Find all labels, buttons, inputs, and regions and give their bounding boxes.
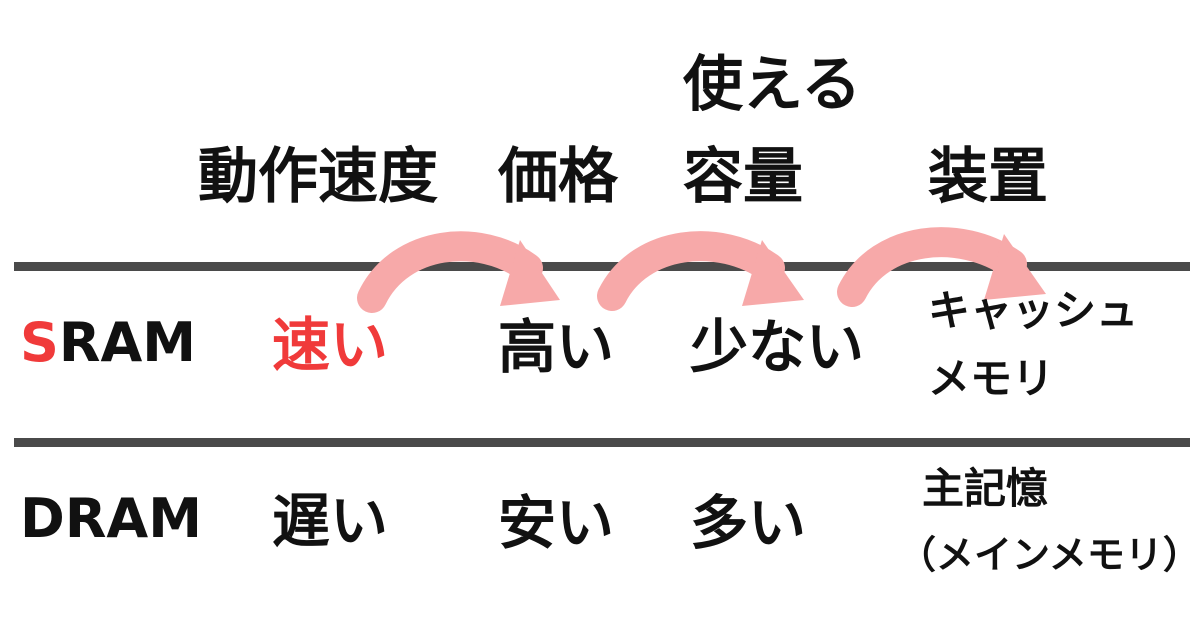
sram-device-line2: メモリ	[928, 354, 1055, 403]
row-separator-middle	[14, 438, 1190, 447]
row-separator-top	[14, 262, 1190, 271]
sram-price: 高い	[498, 313, 615, 381]
dram-speed: 遅い	[272, 487, 389, 555]
dram-capacity: 多い	[690, 489, 807, 557]
row-label-dram-rest: RAM	[64, 487, 202, 550]
row-label-sram: SRAM	[20, 316, 196, 370]
row-label-sram-initial: S	[20, 311, 59, 374]
dram-device-line1: 主記憶	[922, 464, 1049, 513]
row-label-sram-rest: RAM	[58, 311, 197, 374]
sram-device-line1: キャッシュ	[928, 286, 1139, 335]
arrow-speed-to-price	[357, 231, 560, 313]
sram-speed: 速い	[272, 311, 389, 379]
dram-device-line2: （メインメモリ）	[898, 533, 1200, 577]
header-device: 装置	[928, 142, 1048, 212]
dram-price: 安い	[498, 489, 615, 557]
arrow-capacity-to-device	[837, 227, 1046, 307]
row-label-dram: DRAM	[20, 492, 202, 546]
sram-capacity: 少ない	[690, 313, 865, 381]
header-speed: 動作速度	[198, 142, 438, 212]
arrow-price-to-capacity	[597, 231, 804, 311]
header-price: 価格	[498, 142, 618, 212]
row-label-dram-initial: D	[20, 487, 65, 550]
header-capacity-line2: 容量	[683, 142, 803, 212]
header-capacity-line1: 使える	[683, 50, 862, 120]
